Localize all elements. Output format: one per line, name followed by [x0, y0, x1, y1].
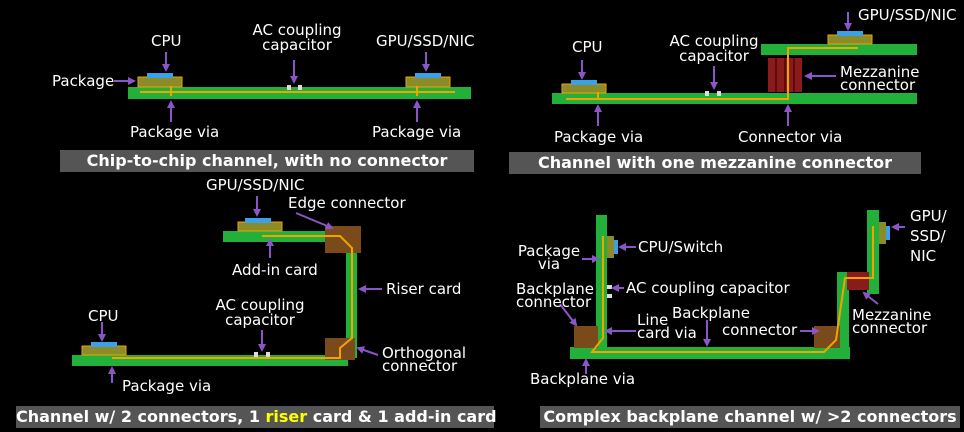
- p3-arrow: [295, 212, 334, 230]
- p4-ac-coupling-label: AC coupling capacitor: [626, 279, 790, 297]
- p4-backplane-connector-label: Backplane connector: [516, 280, 595, 311]
- p2-cpu-die: [571, 80, 597, 85]
- p4-connector-label: connector: [722, 321, 798, 339]
- p4-cpu-package: [607, 236, 614, 258]
- p3-capacitor: [254, 352, 258, 357]
- p4-backplane-label: Backplane: [672, 304, 751, 322]
- p4-arrow: [862, 291, 879, 305]
- p2-gpu-die: [837, 31, 863, 36]
- p2-cpu-label: CPU: [572, 38, 603, 56]
- p2-capacitor: [717, 91, 721, 96]
- p1-gpu-die: [415, 73, 441, 78]
- panel1-diagram: [114, 52, 471, 122]
- p2-ac-coupling-label: AC coupling capacitor: [669, 32, 759, 65]
- p1-package-via-left-label: Package via: [130, 123, 220, 141]
- p3-riser-card-label: Riser card: [386, 280, 462, 298]
- p2-package-via-label: Package via: [554, 128, 644, 146]
- p4-mezzanine-label: Mezzanine connector: [852, 306, 932, 337]
- p3-capacitor: [266, 352, 270, 357]
- p1-gpu-package: [405, 76, 451, 88]
- p2-trace: [566, 47, 858, 100]
- p2-mezzanine-label: Mezzanine connector: [840, 63, 920, 94]
- p2-gpu-package: [827, 34, 873, 45]
- p2-capacitor: [705, 91, 709, 96]
- p3-banner-highlight: riser: [265, 407, 308, 426]
- p3-orthogonal-label: Orthogonal connector: [382, 344, 467, 375]
- p4-gpu-label: GPU/ SSD/ NIC: [910, 207, 947, 265]
- p3-arrow: [356, 346, 379, 356]
- p2-cpu-package: [561, 83, 607, 94]
- p4-gpu-package: [879, 222, 886, 244]
- p3-banner-prefix: Channel w/ 2 connectors, 1: [16, 407, 266, 426]
- p3-mainboard: [72, 355, 348, 366]
- p4-trace: [589, 226, 874, 353]
- p3-gpu-package: [237, 221, 283, 232]
- p3-edge-connector-label: Edge connector: [288, 194, 406, 212]
- p4-arrow: [559, 303, 578, 327]
- p4-cpu-die: [614, 240, 618, 254]
- p1-capacitor: [287, 85, 291, 90]
- p4-gpu-die: [886, 226, 890, 240]
- p3-banner-suffix: card & 1 add-in card: [307, 407, 497, 426]
- p4-capacitor: [607, 285, 612, 289]
- p4-backplane-via-label: Backplane via: [530, 370, 636, 388]
- p3-add-in-card-label: Add-in card: [232, 261, 318, 279]
- p4-mezzanine: [847, 272, 869, 290]
- p2-connector-via-label: Connector via: [738, 128, 843, 146]
- p1-capacitor: [298, 85, 302, 90]
- p1-package-via-right-label: Package via: [372, 123, 462, 141]
- panel2-diagram: [552, 12, 917, 126]
- p3-gpu-die: [245, 218, 271, 223]
- p1-gpu-label: GPU/SSD/NIC: [376, 32, 475, 50]
- p3-cpu-die: [91, 342, 117, 347]
- p3-package-via-label: Package via: [122, 377, 212, 395]
- panel3-diagram: [72, 196, 382, 383]
- p3-cpu-label: CPU: [88, 307, 119, 325]
- p3-trace: [112, 235, 353, 359]
- p1-package-label: Package: [52, 72, 115, 90]
- p4-line-card: [596, 215, 607, 349]
- p4-capacitor: [607, 294, 612, 298]
- p1-banner: Chip-to-chip channel, with no connector: [60, 150, 474, 172]
- p3-gpu-label: GPU/SSD/NIC: [206, 176, 305, 194]
- p3-cpu-package: [81, 345, 127, 356]
- p2-banner: Channel with one mezzanine connector: [509, 152, 921, 174]
- p2-upper-board: [761, 44, 917, 55]
- p1-cpu-package: [137, 76, 183, 88]
- p2-gpu-label: GPU/SSD/NIC: [858, 6, 957, 24]
- p1-cpu-label: CPU: [151, 32, 182, 50]
- p1-ac-coupling-label: AC coupling capacitor: [252, 21, 342, 54]
- p1-cpu-die: [147, 73, 173, 78]
- p4-banner: Complex backplane channel w/ >2 connecto…: [540, 406, 960, 428]
- p4-cpu-switch-label: CPU/Switch: [638, 238, 724, 256]
- p3-ac-coupling-label: AC coupling capacitor: [215, 296, 305, 329]
- p4-package-via-label: Package via: [517, 242, 581, 273]
- panel4-diagram: [559, 210, 905, 374]
- p3-banner: Channel w/ 2 connectors, 1 riser card & …: [16, 406, 497, 428]
- p4-line-card-via-label: Line card via: [637, 311, 697, 342]
- p4-backplane-connector-left: [574, 326, 598, 348]
